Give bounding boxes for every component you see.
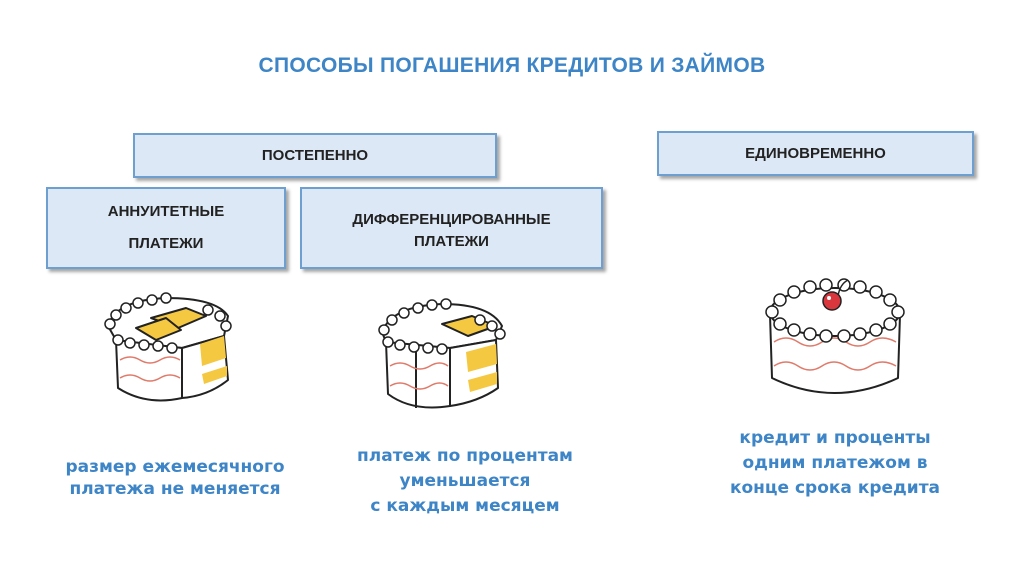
differentiated-caption-line: с каждым месяцем bbox=[370, 496, 560, 516]
lump-sum-caption-line: кредит и проценты bbox=[739, 428, 931, 448]
lump-sum-caption-line: конце срока кредита bbox=[729, 478, 941, 498]
annuity-label-line1: АННУИТЕТНЫЕ bbox=[107, 203, 225, 220]
lump-sum-box: ЕДИНОВРЕМЕННО bbox=[657, 131, 974, 176]
annuity-caption: размер ежемесячного платежа не меняется bbox=[40, 456, 310, 500]
differentiated-caption-line: платеж по процентам bbox=[357, 446, 573, 466]
lump-sum-caption: кредит и проценты одним платежом в конце… bbox=[700, 426, 970, 501]
annuity-box: АННУИТЕТНЫЕ ПЛАТЕЖИ bbox=[46, 187, 286, 269]
gradual-box: ПОСТЕПЕННО bbox=[133, 133, 497, 178]
sliced-cake-icon bbox=[378, 298, 506, 409]
sliced-cake-icon bbox=[104, 292, 232, 402]
whole-cake-with-cherry-icon bbox=[765, 278, 905, 394]
lump-sum-label: ЕДИНОВРЕМЕННО bbox=[745, 145, 886, 162]
differentiated-caption-line: уменьшается bbox=[399, 471, 531, 491]
differentiated-box: ДИФФЕРЕНЦИРОВАННЫЕ ПЛАТЕЖИ bbox=[300, 187, 603, 269]
page-title: СПОСОБЫ ПОГАШЕНИЯ КРЕДИТОВ И ЗАЙМОВ bbox=[258, 54, 766, 77]
gradual-label: ПОСТЕПЕННО bbox=[261, 147, 369, 164]
differentiated-caption: платеж по процентам уменьшается с каждым… bbox=[330, 444, 600, 519]
lump-sum-caption-line: одним платежом в bbox=[742, 453, 928, 473]
differentiated-label-line2: ПЛАТЕЖИ bbox=[414, 233, 489, 250]
annuity-caption-line: размер ежемесячного bbox=[65, 457, 285, 477]
annuity-label-line2: ПЛАТЕЖИ bbox=[128, 235, 204, 252]
differentiated-label-line1: ДИФФЕРЕНЦИРОВАННЫЕ bbox=[352, 211, 551, 228]
annuity-caption-line: платежа не меняется bbox=[69, 479, 281, 499]
